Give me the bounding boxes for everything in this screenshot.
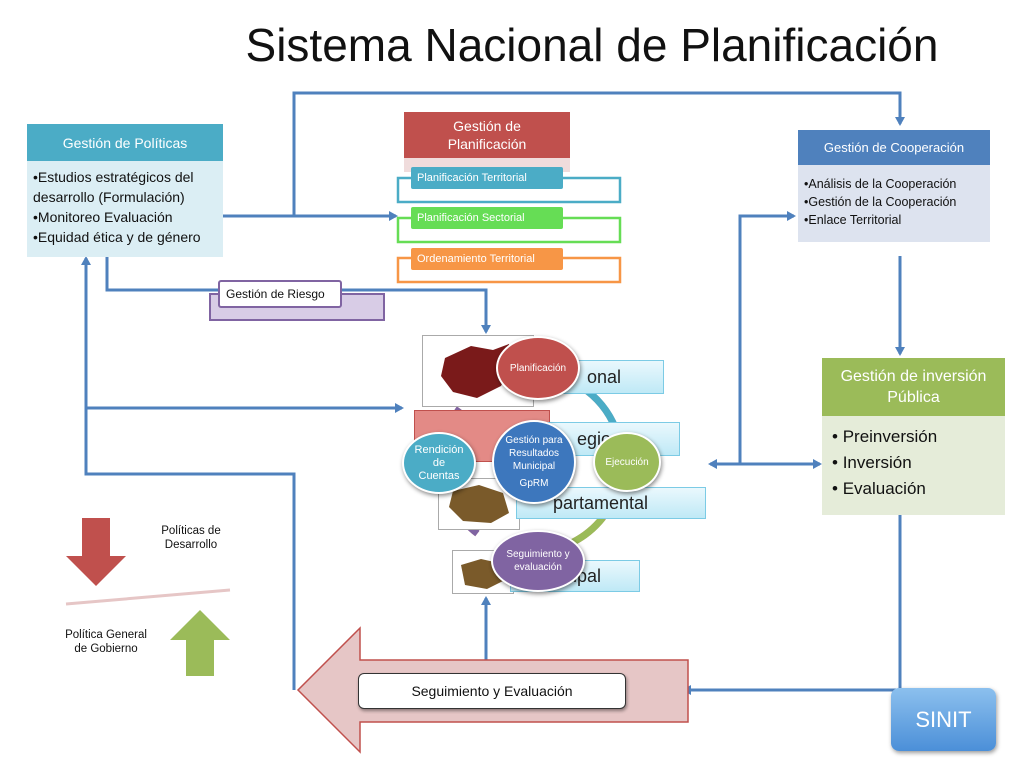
list-item: • Evaluación <box>832 479 926 498</box>
legend-divider <box>65 588 231 606</box>
cycle-seguimiento: Seguimiento y evaluación <box>491 530 585 592</box>
legend-politicas-desarrollo: Políticas de Desarrollo <box>161 525 221 551</box>
inversion-panel: Gestión de inversión Pública • Preinvers… <box>822 358 1005 515</box>
arrow-to-seguimiento <box>682 515 902 695</box>
planificacion-territorial-tag: Planificación Territorial <box>411 167 563 189</box>
planificacion-header: Gestión de Planificación <box>404 112 570 158</box>
list-item: •Enlace Territorial <box>804 213 902 227</box>
sinit-button[interactable]: SINIT <box>891 688 996 751</box>
arrow-top-loop <box>292 91 905 216</box>
cooperacion-list: •Análisis de la Cooperación •Gestión de … <box>798 165 990 229</box>
cycle-planificacion: Planificación <box>496 336 580 400</box>
cycle-center-label: Gestión para Resultados Municipal <box>505 435 563 472</box>
list-item: •Análisis de la Cooperación <box>804 177 957 191</box>
list-item: •Estudios estratégicos del desarrollo (F… <box>33 169 194 205</box>
legend-politica-gobierno: Política General de Gobierno <box>65 629 147 655</box>
politicas-header: Gestión de Políticas <box>27 124 223 161</box>
page-title: Sistema Nacional de Planificación <box>245 19 939 71</box>
seguimiento-evaluacion-box: Seguimiento y Evaluación <box>358 673 626 709</box>
cooperacion-panel: Gestión de Cooperación •Análisis de la C… <box>798 130 990 242</box>
list-item: •Monitoreo Evaluación <box>33 209 173 225</box>
map-icon <box>449 485 509 523</box>
inversion-list: • Preinversión • Inversión • Evaluación <box>822 416 1005 502</box>
riesgo-box: Gestión de Riesgo <box>218 280 342 308</box>
list-item: •Gestión de la Cooperación <box>804 195 957 209</box>
cycle-ejecucion: Ejecución <box>593 432 661 492</box>
cooperacion-header: Gestión de Cooperación <box>798 130 990 165</box>
planificacion-sectorial-tag: Planificación Sectorial <box>411 207 563 229</box>
cycle-rendicion: Rendición de Cuentas <box>402 432 476 494</box>
politicas-list: •Estudios estratégicos del desarrollo (F… <box>27 161 223 247</box>
list-item: •Equidad ética y de género <box>33 229 201 245</box>
list-item: • Inversión <box>832 453 912 472</box>
arrow-up-icon <box>170 610 230 676</box>
cycle-center: Gestión para Resultados Municipal GpRM <box>492 420 576 504</box>
arrow-seguimiento-loop <box>84 408 296 690</box>
list-item: • Preinversión <box>832 427 938 446</box>
arrow-down-icon <box>66 518 126 586</box>
cycle-center-abbr: GpRM <box>519 478 549 489</box>
politicas-panel: Gestión de Políticas •Estudios estratégi… <box>27 124 223 257</box>
inversion-header: Gestión de inversión Pública <box>822 358 1005 416</box>
map-icon <box>441 344 511 398</box>
arrow-to-cooperacion <box>738 211 796 464</box>
ordenamiento-territorial-tag: Ordenamiento Territorial <box>411 248 563 270</box>
